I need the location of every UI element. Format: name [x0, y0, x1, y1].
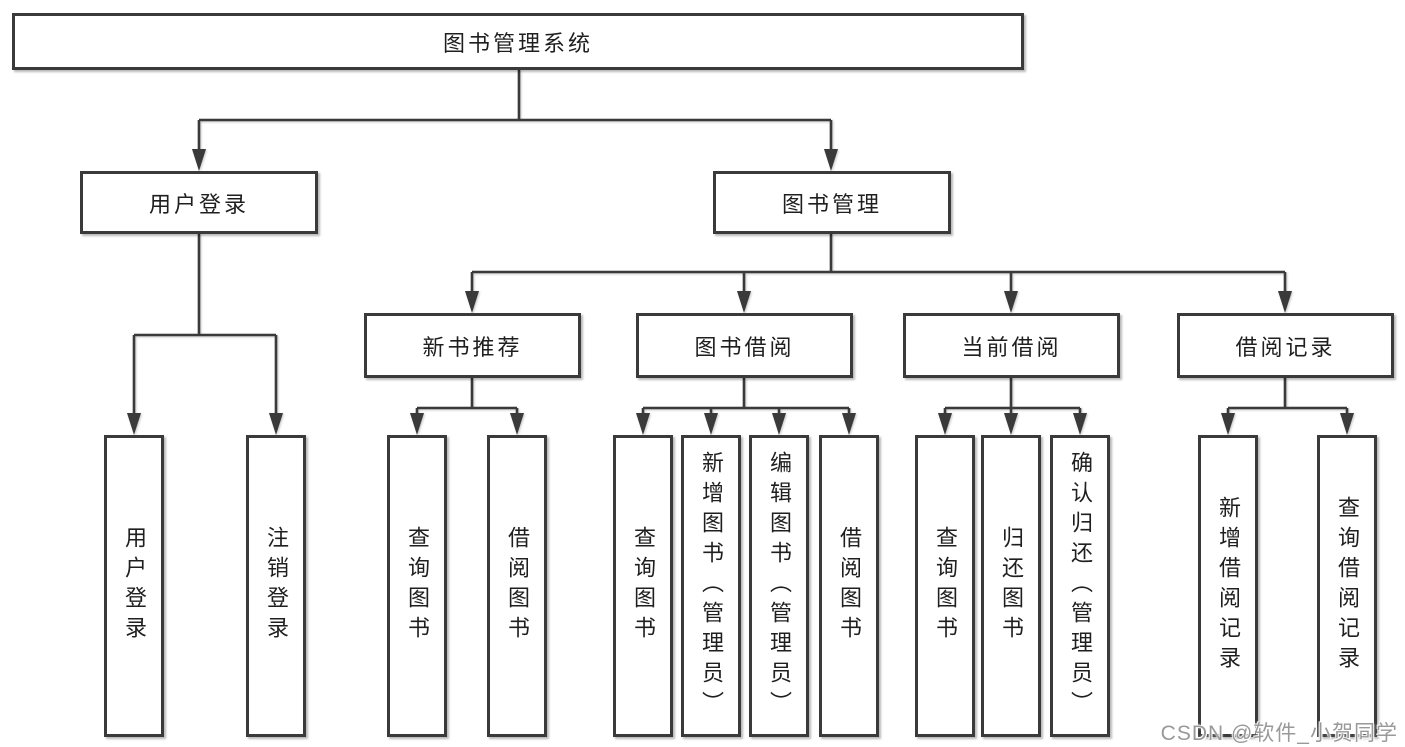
connector-currentborrow-to-leaves: [943, 378, 1082, 416]
connector-bookborrow-to-leaves: [641, 378, 851, 416]
connector-root-to-level2: [197, 70, 833, 152]
connector-newbooks-to-leaves: [415, 378, 519, 416]
connector-borrowrecords-to-leaves: [1226, 378, 1349, 416]
node-user-login: 用户登录: [80, 171, 318, 234]
leaf-borrow-borrow-books: 借阅图书: [819, 435, 879, 737]
node-book-borrow: 图书借阅: [636, 313, 853, 378]
connector-bookmgmt-to-level3: [470, 234, 1287, 294]
leaf-logout: 注销登录: [246, 435, 306, 737]
leaf-borrow-add-books-admin: 新增图书（管理员）: [681, 435, 741, 737]
node-book-management: 图书管理: [713, 171, 951, 234]
connector-userlogin-to-leaves: [132, 234, 278, 416]
leaf-records-add-borrow-record: 新增借阅记录: [1198, 435, 1258, 737]
leaf-records-query-borrow-record: 查询借阅记录: [1317, 435, 1377, 737]
leaf-current-query-books: 查询图书: [915, 435, 975, 737]
node-new-book-recommend: 新书推荐: [364, 313, 581, 378]
node-root-library-system: 图书管理系统: [12, 13, 1024, 70]
leaf-current-confirm-return-admin: 确认归还（管理员）: [1050, 435, 1110, 737]
arrowheads: [127, 149, 1354, 435]
leaf-user-login: 用户登录: [104, 435, 164, 737]
leaf-current-return-books: 归还图书: [981, 435, 1041, 737]
leaf-borrow-query-books: 查询图书: [613, 435, 673, 737]
watermark: CSDN @软件_小贺同学: [1160, 722, 1398, 745]
node-borrow-records: 借阅记录: [1177, 313, 1394, 378]
node-current-borrow: 当前借阅: [903, 313, 1120, 378]
leaf-newbooks-borrow-books: 借阅图书: [487, 435, 547, 737]
leaf-newbooks-query-books: 查询图书: [387, 435, 447, 737]
leaf-borrow-edit-books-admin: 编辑图书（管理员）: [749, 435, 809, 737]
